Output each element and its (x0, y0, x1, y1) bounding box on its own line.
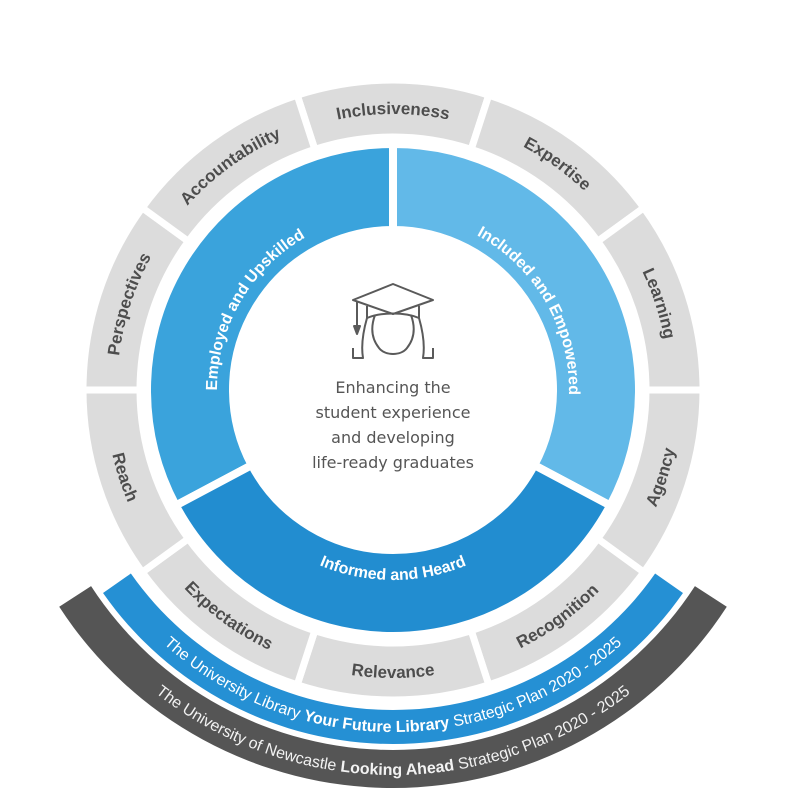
center-text-line-4: life-ready graduates (312, 453, 474, 472)
outcome-segment (389, 139, 643, 511)
outcomes-ring (143, 139, 643, 640)
values-ring (79, 76, 707, 704)
center-circle (237, 234, 549, 546)
center-text-line-1: Enhancing the (335, 378, 450, 397)
center-text-line-3: and developing (331, 428, 455, 447)
university-plan-band (59, 586, 727, 788)
graduate-cap-icon (352, 283, 434, 359)
outcome-segment (143, 139, 397, 511)
value-label-relevance: Relevance (350, 660, 435, 682)
library-plan-band (103, 573, 683, 745)
value-segment (137, 90, 320, 247)
outcome-segment (170, 459, 616, 640)
center-text-line-2: student experience (316, 403, 471, 422)
